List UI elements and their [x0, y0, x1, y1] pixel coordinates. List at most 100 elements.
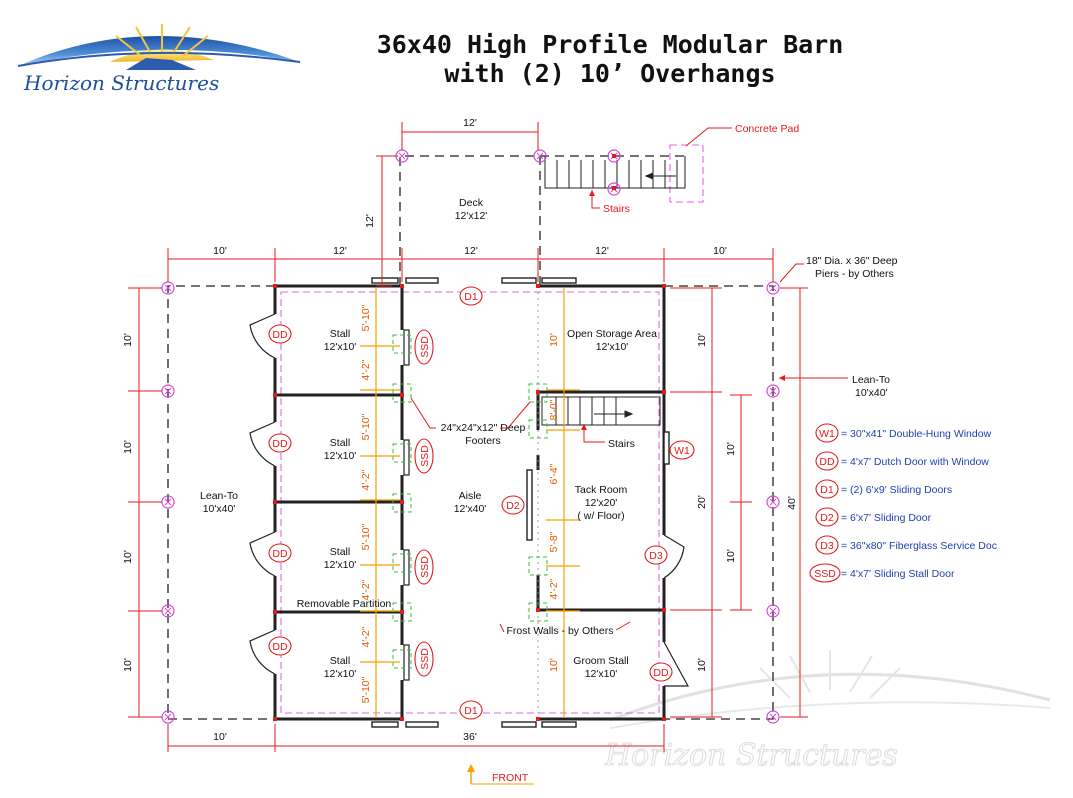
dim-right-outer-mid: 10'	[725, 549, 737, 563]
svg-text:= (2) 6'x9' Sliding Doors: = (2) 6'x9' Sliding Doors	[841, 484, 952, 496]
svg-text:SSD: SSD	[814, 568, 836, 580]
stall-1-name: Stall	[330, 328, 350, 340]
spacing-right-2: 8'-0"	[548, 399, 560, 420]
dimension-lines	[128, 122, 808, 752]
post-markers	[273, 154, 666, 721]
svg-text:D1: D1	[464, 705, 478, 717]
dim-bottom-left: 10'	[213, 731, 227, 743]
d3-tag: D3	[644, 545, 668, 565]
storage-name: Open Storage Area	[567, 328, 657, 340]
tack-note: ( w/ Floor)	[577, 510, 624, 522]
stall-2-size: 12'x10'	[324, 450, 357, 462]
legend-item-d2: D2 = 6'x7' Sliding Door	[815, 507, 932, 527]
stairs-inner-label: Stairs	[608, 438, 635, 450]
front-marker: FRONT	[467, 764, 534, 785]
storage-size: 12'x10'	[596, 341, 629, 353]
svg-text:= 36"x80" Fiberglass Service D: = 36"x80" Fiberglass Service Doc	[841, 540, 997, 552]
footers-label-1: 24"x24"x12" Deep	[441, 422, 526, 434]
pier	[766, 384, 780, 398]
annotations: Concrete Pad Stairs 18" Dia. x 36" Deep …	[297, 123, 898, 637]
dd-tag: DD	[268, 433, 292, 453]
groom-size: 12'x10'	[585, 668, 618, 680]
dd-tag: DD	[649, 662, 673, 682]
svg-text:D1: D1	[820, 484, 834, 496]
spacing-3: 5'-10"	[360, 413, 372, 440]
deck-size: 12'x12'	[455, 210, 488, 222]
stall-2-name: Stall	[330, 437, 350, 449]
stall-spacing-labels: 5'-10" 4'-2" 5'-10" 4'-2" 5'-10" 4'-2" 4…	[360, 304, 560, 703]
title-line-1: 36x40 High Profile Modular Barn	[376, 30, 844, 59]
w1-tag: W1	[669, 440, 695, 460]
groom-name: Groom Stall	[573, 655, 628, 667]
dim-overall-depth: 40'	[786, 496, 798, 510]
dim-right-2: 20'	[696, 495, 708, 509]
spacing-7: 4'-2"	[360, 626, 372, 647]
pier	[766, 604, 780, 618]
svg-text:DD: DD	[272, 329, 288, 341]
svg-text:W1: W1	[819, 428, 835, 440]
tack-size: 12'x20'	[585, 497, 618, 509]
footers	[392, 334, 548, 669]
dim-top-4: 12'	[595, 245, 609, 257]
piers-label-2: Piers - by Others	[815, 268, 894, 280]
svg-text:= 6'x7' Sliding Door: = 6'x7' Sliding Door	[841, 512, 932, 524]
barn-walls	[273, 277, 670, 728]
svg-text:SSD: SSD	[419, 556, 431, 578]
pier	[766, 495, 780, 509]
dim-top-1: 10'	[213, 245, 227, 257]
left-dimension-labels: 10' 10' 10' 10'	[122, 333, 134, 672]
spacing-right-5: 4'-2"	[548, 578, 560, 599]
spacing-1: 5'-10"	[360, 304, 372, 331]
ssd-tag: SSD	[414, 329, 434, 365]
lean-to-right-size: 10'x40'	[855, 387, 888, 399]
spacing-2: 4'-2"	[360, 359, 372, 380]
spacing-5: 5'-10"	[360, 523, 372, 550]
dim-left-4: 10'	[122, 658, 134, 672]
dd-tag: DD	[268, 636, 292, 656]
spacing-6: 4'-2"	[360, 579, 372, 600]
aisle-name: Aisle	[459, 490, 482, 502]
title-line-2: with (2) 10’ Overhangs	[444, 59, 776, 88]
dim-top-2: 12'	[333, 245, 347, 257]
svg-text:D1: D1	[464, 291, 478, 303]
stall-4-name: Stall	[330, 655, 350, 667]
dim-left-1: 10'	[122, 333, 134, 347]
dim-right-1: 10'	[696, 333, 708, 347]
svg-text:DD: DD	[272, 548, 288, 560]
dim-bottom-main: 36'	[463, 731, 477, 743]
room-labels: Deck 12'x12' Stall 12'x10' Stall 12'x10'…	[200, 197, 657, 680]
d1-tag-top: D1	[459, 286, 483, 306]
svg-text:DD: DD	[272, 438, 288, 450]
dd-tag: DD	[268, 543, 292, 563]
dim-left-3: 10'	[122, 550, 134, 564]
legend: W1= 30"x41" Double-Hung Window DD= 4'x7'…	[809, 423, 997, 583]
watermark-text: Horizon Structures	[604, 738, 898, 773]
pier	[766, 281, 780, 295]
page-title: 36x40 High Profile Modular Barn with (2)…	[330, 30, 890, 88]
interior-stairs	[541, 396, 661, 426]
piers-label-1: 18" Dia. x 36" Deep	[806, 255, 898, 267]
watermark-logo: Horizon Structures	[604, 650, 1051, 774]
ssd-tag: SSD	[414, 549, 434, 585]
spacing-right-4: 5'-8"	[548, 531, 560, 552]
svg-text:D3: D3	[649, 550, 663, 562]
legend-item-d3: D3 = 36"x80" Fiberglass Service Doc	[815, 535, 997, 555]
door-swings	[249, 313, 690, 687]
dd-tag: DD	[268, 324, 292, 344]
d2-tag: D2	[501, 495, 525, 515]
svg-text:D2: D2	[820, 512, 834, 524]
svg-text:= 30"x41" Double-Hung Window: = 30"x41" Double-Hung Window	[841, 428, 992, 440]
svg-text:D3: D3	[820, 540, 834, 552]
frost-walls-label: Frost Walls - by Others	[507, 625, 614, 637]
svg-text:SSD: SSD	[419, 648, 431, 670]
dim-left-2: 10'	[122, 440, 134, 454]
pier	[533, 149, 547, 163]
stall-3-name: Stall	[330, 546, 350, 558]
legend-item-d1: D1 = (2) 6'x9' Sliding Doors	[815, 479, 952, 499]
ssd-tag: SSD	[414, 641, 434, 677]
lean-to-right-name: Lean-To	[852, 374, 890, 386]
pier	[766, 710, 780, 724]
footers-label-2: Footers	[465, 435, 501, 447]
tack-name: Tack Room	[575, 484, 628, 496]
